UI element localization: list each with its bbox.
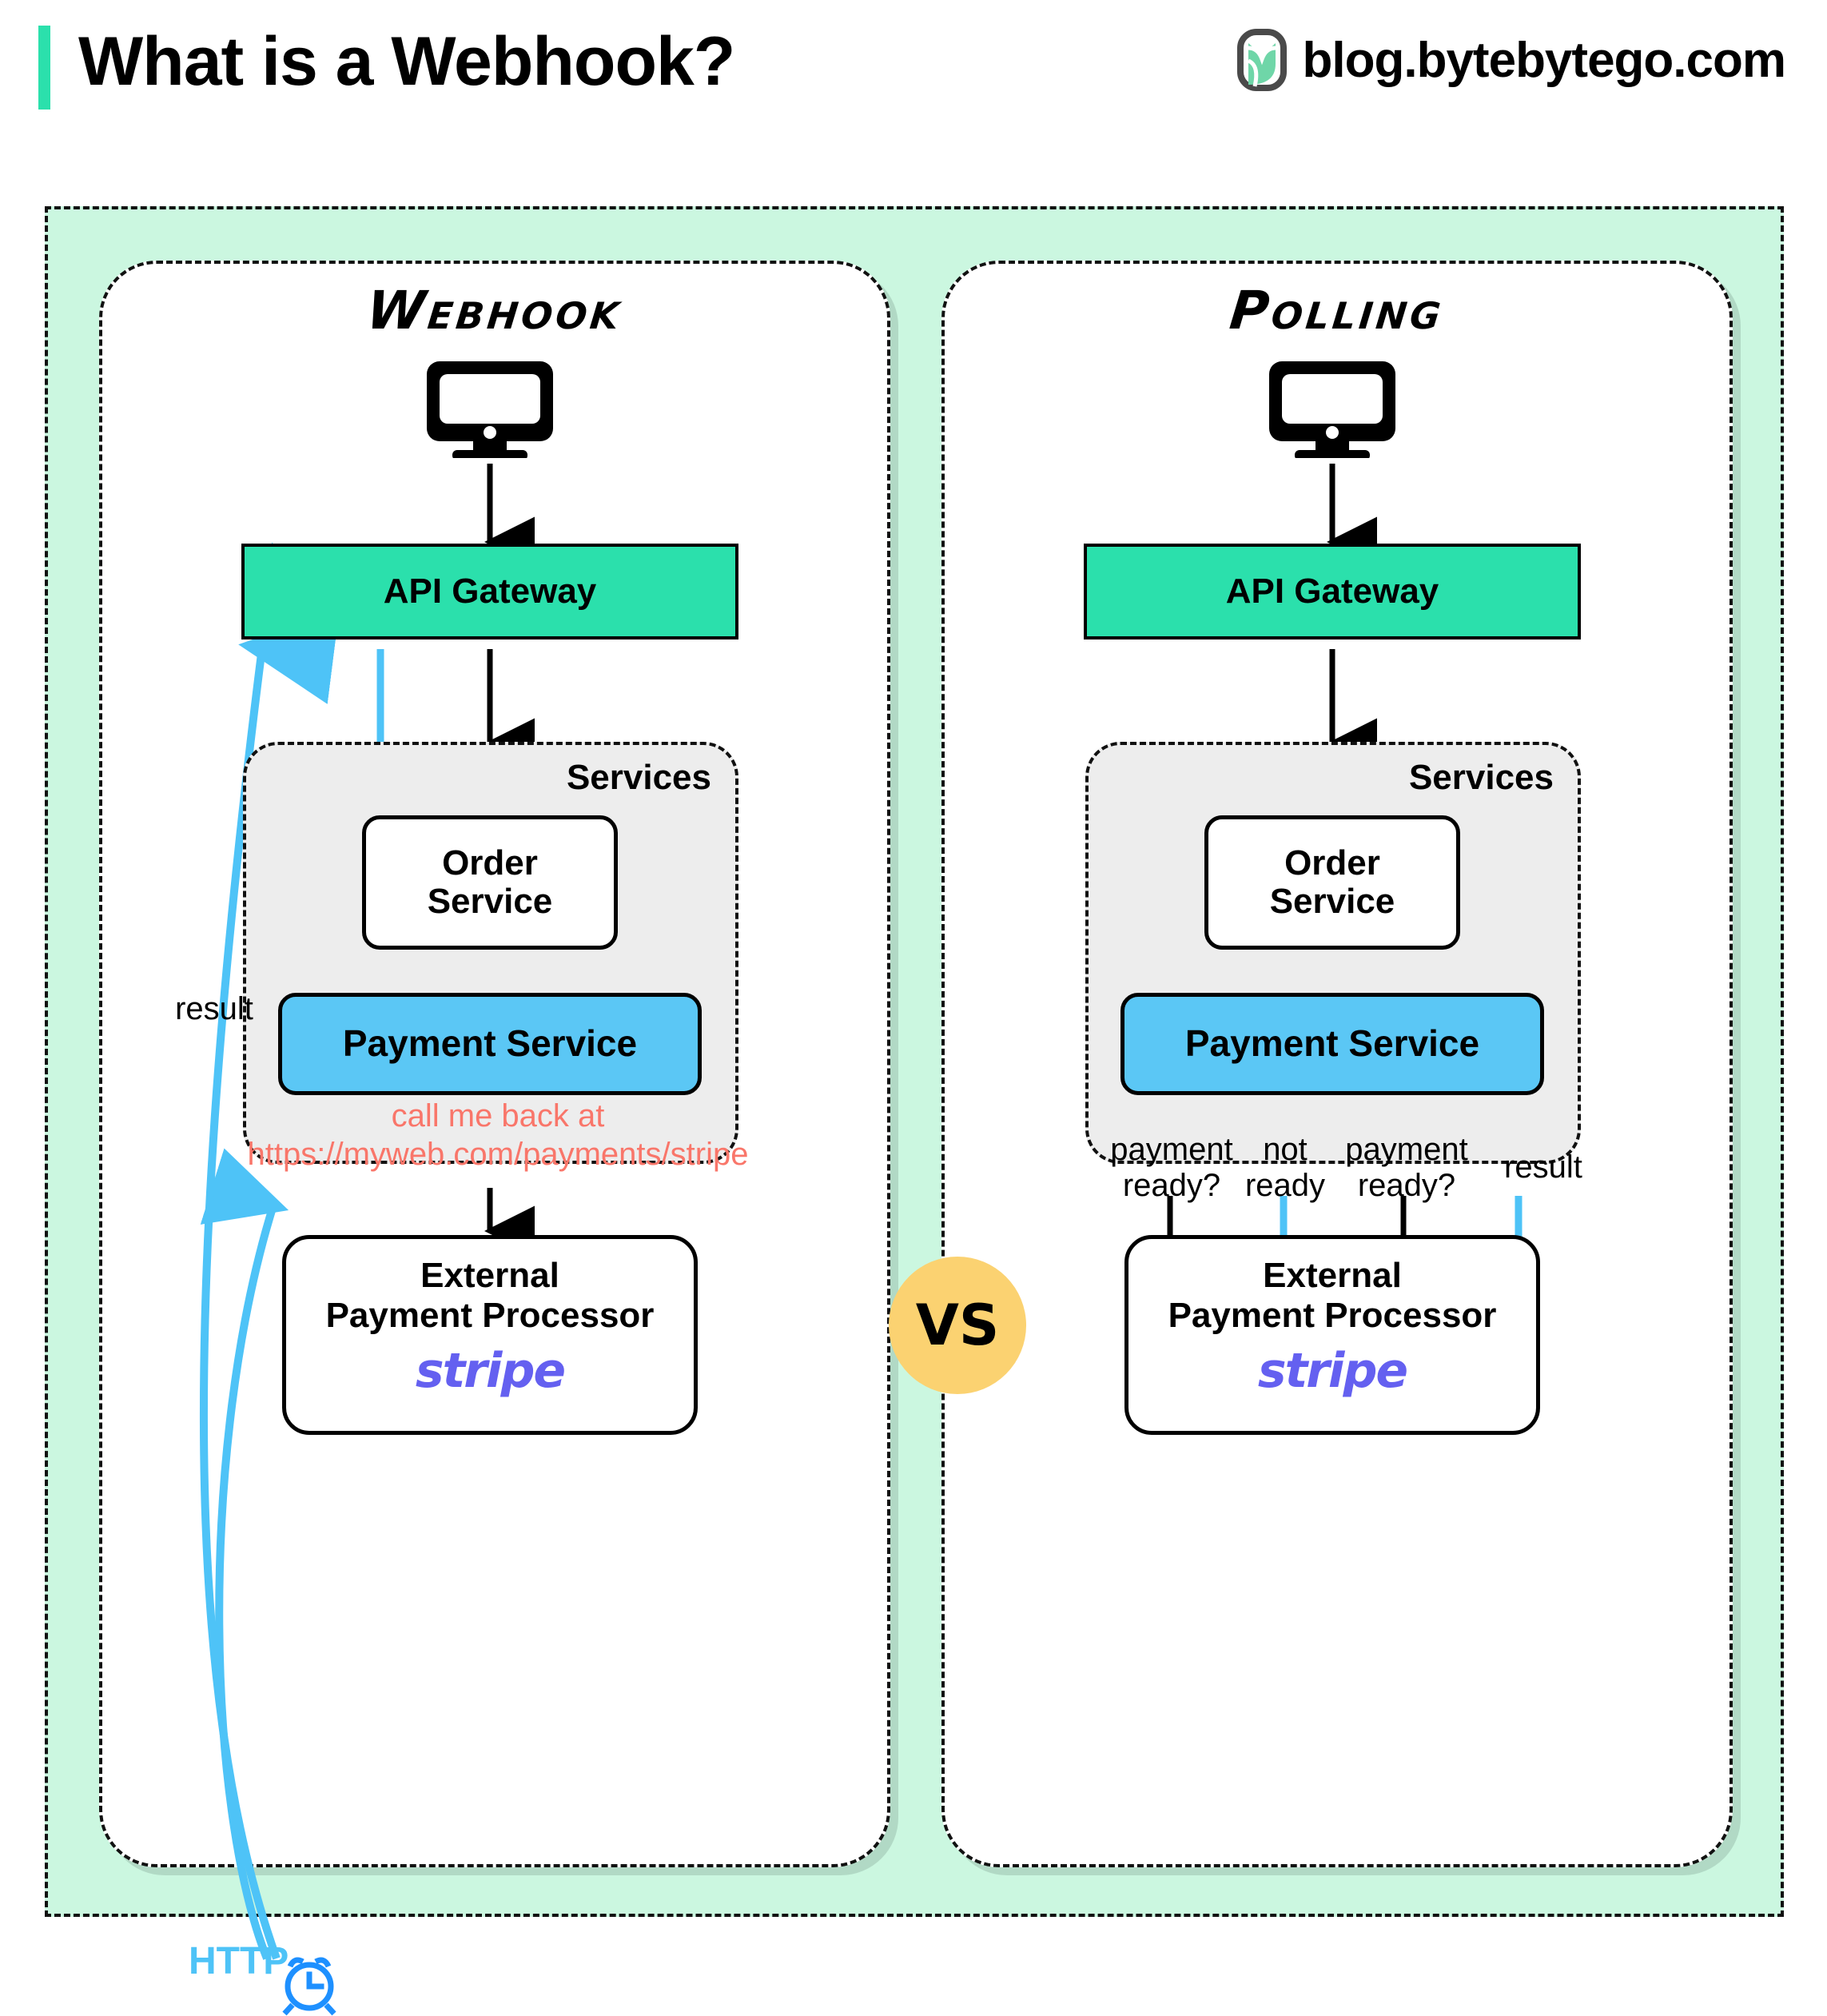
webhook-api-gateway[interactable]: API Gateway xyxy=(241,544,738,639)
webhook-order-service[interactable]: Order Service xyxy=(362,815,618,950)
bytebytego-logo-icon xyxy=(1236,29,1287,91)
polling-order-service[interactable]: Order Service xyxy=(1204,815,1460,950)
page-header: What is a Webhook? blog.bytebytego.com xyxy=(0,0,1827,140)
webhook-payment-service[interactable]: Payment Service xyxy=(278,993,702,1095)
polling-order-service-label: Order Service xyxy=(1269,843,1395,921)
webhook-result-label: result xyxy=(175,991,253,1026)
polling-processor-line-2: Payment Processor xyxy=(1168,1295,1497,1335)
polling-payment-service-label: Payment Service xyxy=(1184,1022,1480,1065)
callback-line-2: https://myweb.com/payments/stripe xyxy=(247,1137,749,1172)
polling-services-label: Services xyxy=(1408,758,1554,797)
webhook-external-processor[interactable]: External Payment Processor stripe xyxy=(282,1235,698,1435)
polling-services-group: Services xyxy=(1085,742,1581,1164)
polling-processor-line-1: External xyxy=(1263,1256,1402,1295)
webhook-processor-line-2: Payment Processor xyxy=(325,1295,655,1335)
poll-label-4: result xyxy=(1504,1149,1582,1185)
monitor-icon xyxy=(1269,361,1395,458)
brand-name: blog.bytebytego.com xyxy=(1302,32,1786,88)
webhook-payment-service-label: Payment Service xyxy=(342,1022,638,1065)
monitor-icon xyxy=(427,361,553,458)
webhook-processor-line-1: External xyxy=(420,1256,559,1295)
webhook-order-service-label: Order Service xyxy=(427,843,553,921)
webhook-services-label: Services xyxy=(566,758,711,797)
brand-block: blog.bytebytego.com xyxy=(1236,29,1786,91)
panel-polling: Polling xyxy=(941,261,1733,1867)
stripe-logo-polling: stripe xyxy=(1257,1343,1408,1400)
poll-label-1: payment ready? xyxy=(1110,1132,1233,1203)
http-label: HTTP xyxy=(189,1940,289,1982)
polling-api-gateway[interactable]: API Gateway xyxy=(1084,544,1581,639)
panel-title-webhook: Webhook xyxy=(364,280,626,341)
alarm-clock-icon xyxy=(282,1957,336,2016)
vs-badge: VS xyxy=(889,1257,1026,1394)
webhook-callback-label: call me back at https://myweb.com/paymen… xyxy=(102,1097,894,1173)
polling-external-processor[interactable]: External Payment Processor stripe xyxy=(1124,1235,1540,1435)
panel-webhook: Webhook xyxy=(99,261,890,2016)
panel-title-polling: Polling xyxy=(1227,280,1447,341)
poll-label-3: payment ready? xyxy=(1345,1132,1468,1203)
title-accent-bar xyxy=(38,26,50,110)
polling-payment-service[interactable]: Payment Service xyxy=(1120,993,1544,1095)
stripe-logo-webhook: stripe xyxy=(415,1343,566,1400)
diagram-canvas: Webhook xyxy=(45,206,1784,2016)
callback-line-1: call me back at xyxy=(391,1098,605,1134)
page-title: What is a Webhook? xyxy=(78,23,735,100)
poll-label-2: not ready xyxy=(1244,1132,1326,1203)
